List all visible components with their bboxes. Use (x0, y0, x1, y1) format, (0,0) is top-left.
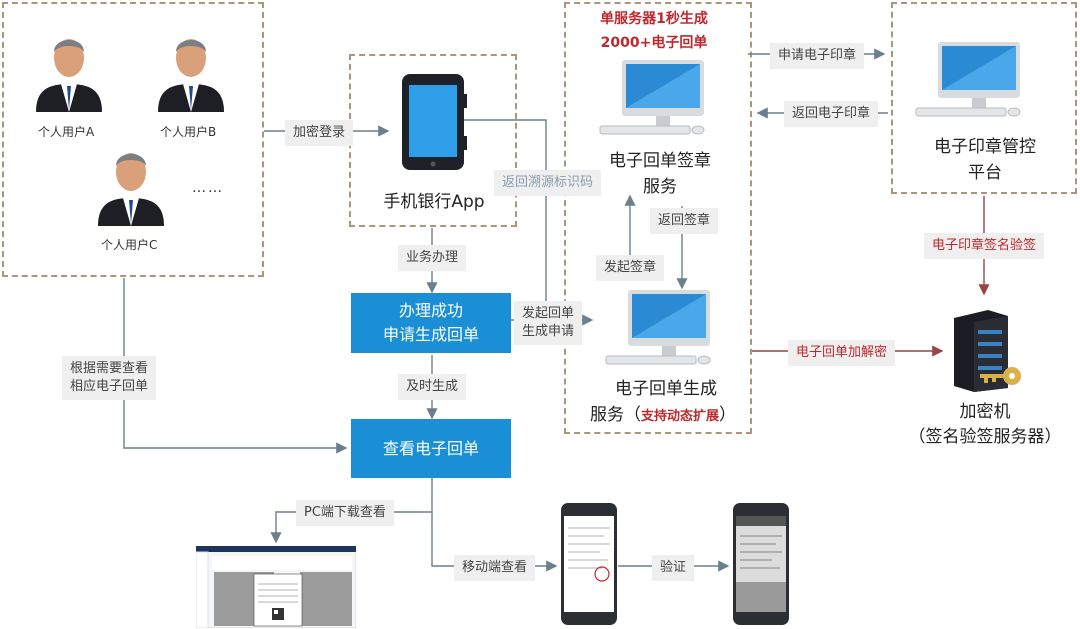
gen-service-line2: 服务（支持动态扩展） (578, 402, 748, 430)
monitor-icon (605, 290, 711, 365)
label-return-trace: 返回溯源标识码 (494, 170, 602, 196)
key-icon (980, 367, 1021, 385)
success-box-line2: 申请生成回单 (382, 325, 479, 344)
label-return-sign: 返回签章 (650, 208, 719, 234)
label-verify: 验证 (652, 555, 695, 581)
gen-service-dynamic: 支持动态扩展 (640, 409, 719, 424)
seal-platform-line2: 平台 (968, 163, 1002, 183)
person-icon (36, 39, 102, 112)
label-check-1: 根据需要查看 (70, 361, 149, 376)
label-encrypted-login: 加密登录 (285, 120, 354, 146)
user-a-label: 个人用户A (38, 125, 95, 139)
label-initiate-receipt-1: 发起回单 (522, 306, 575, 321)
success-box-line1: 办理成功 (398, 301, 463, 320)
monitor-icon (915, 42, 1021, 117)
server-icon (954, 310, 1008, 392)
label-initiate-receipt-2: 生成申请 (522, 324, 575, 339)
label-check-2: 相应电子回单 (70, 379, 149, 394)
person-icon (98, 153, 164, 226)
users-group (2, 2, 264, 277)
server-note-line2: 2000+电子回单 (600, 35, 708, 51)
monitor-icon (599, 60, 705, 135)
mobile-verify-phone (733, 503, 789, 625)
label-timely: 及时生成 (398, 374, 467, 400)
label-seal-verify: 电子印章签名验签 (924, 233, 1045, 259)
label-mobile-view: 移动端查看 (454, 555, 536, 581)
label-initiate-receipt: 发起回单 生成申请 (514, 301, 583, 345)
label-pc-download: PC端下载查看 (296, 500, 394, 526)
view-receipt-box: 查看电子回单 (351, 419, 511, 478)
user-b-label: 个人用户B (160, 125, 217, 139)
mobile-receipt-phone (561, 503, 617, 625)
phone-icon (402, 74, 467, 170)
server-note-line1: 单服务器1秒生成 (600, 11, 708, 27)
gen-service-line1: 电子回单生成 (615, 379, 717, 399)
crypto-line1: 加密机 (959, 402, 1011, 422)
label-apply-seal: 申请电子印章 (770, 43, 865, 69)
gen-service-suffix: ） (719, 405, 736, 425)
user-c-label: 个人用户C (101, 238, 158, 252)
gen-service-prefix: 服务（ (589, 405, 641, 425)
sign-service-line2: 服务 (643, 177, 677, 197)
label-initiate-sign: 发起签章 (596, 255, 665, 281)
success-box: 办理成功 申请生成回单 (351, 293, 511, 353)
app-name: 手机银行App (383, 192, 485, 212)
sign-service-line1: 电子回单签章 (609, 151, 711, 171)
pc-receipt-screenshot (196, 546, 356, 628)
person-icon (158, 39, 224, 112)
label-receipt-crypto: 电子回单加解密 (788, 340, 896, 366)
more-users-ellipsis: …… (192, 180, 224, 196)
label-check: 根据需要查看 相应电子回单 (62, 356, 157, 400)
view-receipt-label: 查看电子回单 (382, 439, 479, 458)
services-group (564, 2, 752, 434)
seal-platform-group (891, 2, 1077, 194)
label-business: 业务办理 (398, 245, 467, 271)
crypto-line2: （签名验签服务器） (908, 427, 1062, 447)
label-return-seal: 返回电子印章 (784, 101, 879, 127)
seal-platform-line1: 电子印章管控 (934, 137, 1036, 157)
